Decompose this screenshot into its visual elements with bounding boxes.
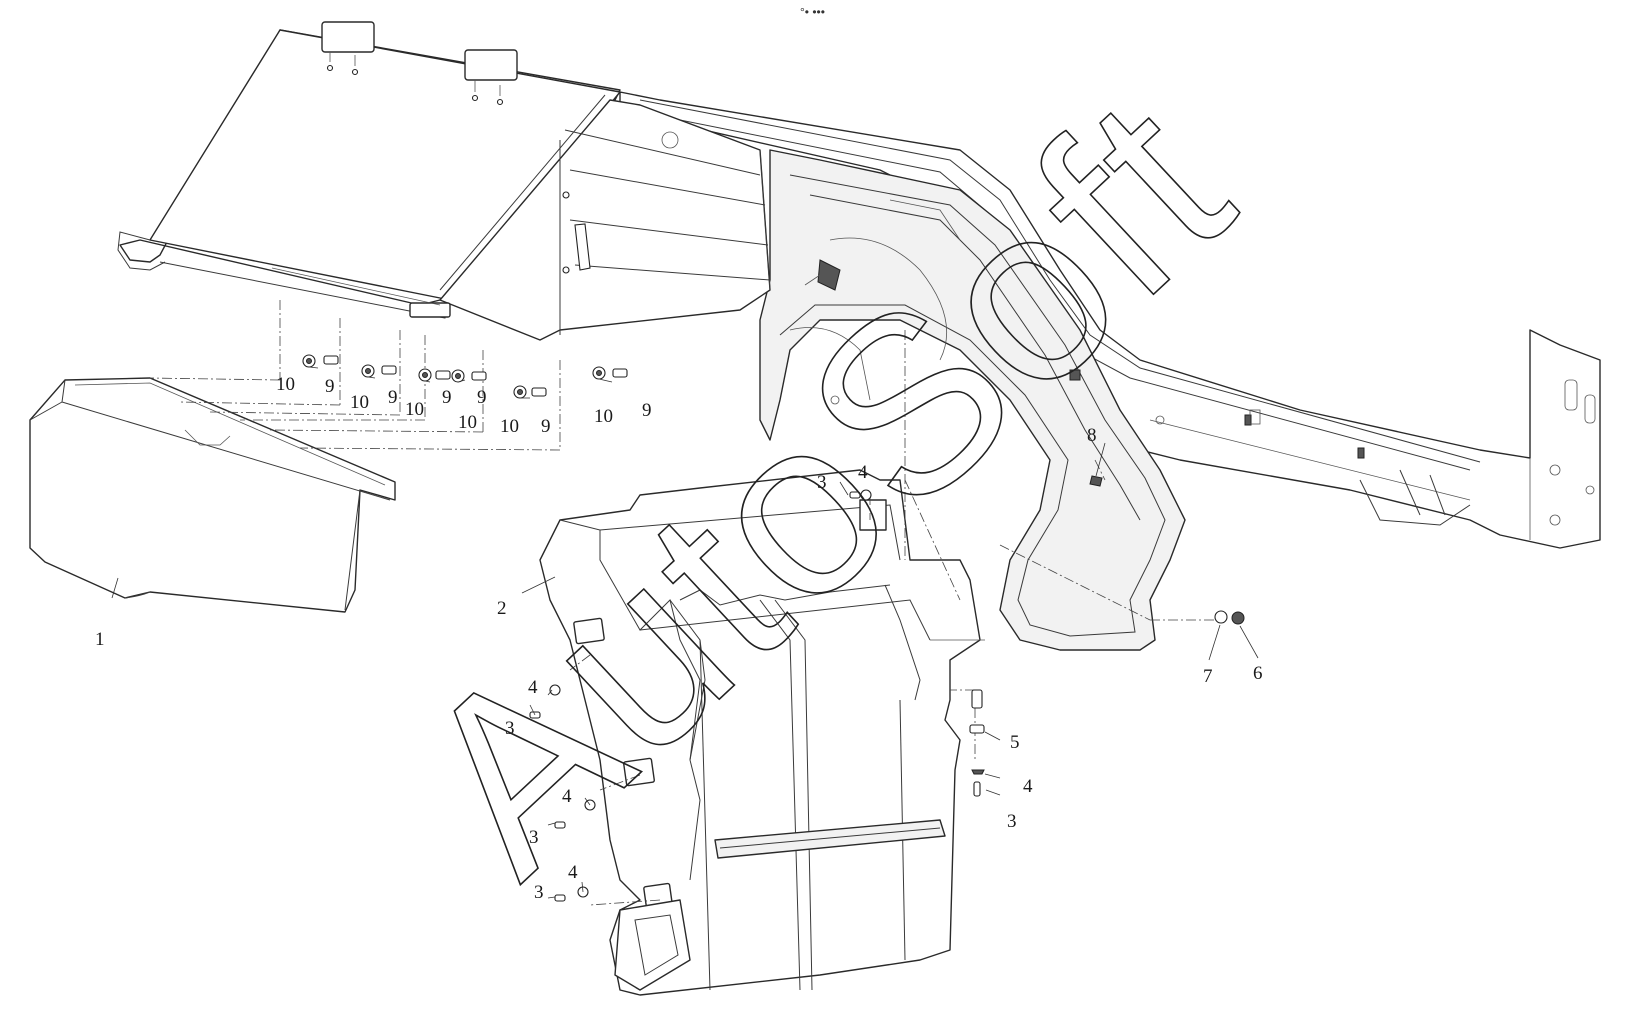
leader-lines: [111, 366, 1259, 899]
callout-4: 4: [568, 862, 578, 883]
bolt-5: [971, 689, 983, 709]
washer-bolt-pair-4: [451, 369, 487, 383]
clip-8: [1089, 475, 1103, 487]
callout-3: 3: [534, 882, 544, 903]
callout-2: 2: [497, 598, 507, 619]
hardware: [302, 354, 1245, 902]
callout-4: 4: [858, 462, 868, 483]
callout-9: 9: [477, 387, 487, 408]
callout-9: 9: [325, 376, 335, 397]
callout-8: 8: [1087, 425, 1097, 446]
box-cover-assembly: [117, 21, 771, 341]
callout-labels: 1 2 3 4 3 4 3 4 3 4 5 4 3 7 6 8 10 9 10 …: [95, 374, 1263, 903]
callout-9: 9: [442, 387, 452, 408]
callout-7: 7: [1203, 666, 1213, 687]
callout-10: 10: [500, 416, 519, 437]
assembly-lines: [149, 300, 1220, 906]
washer-bolt-pair-1: [302, 354, 339, 368]
wheel-arch-housing: [759, 149, 1186, 651]
callout-10: 10: [350, 392, 369, 413]
callout-1: 1: [95, 629, 105, 650]
bolt-lower: [554, 894, 566, 902]
front-cover-panel: [29, 377, 396, 613]
header-mark: °• •••: [800, 5, 825, 19]
callout-3: 3: [505, 718, 515, 739]
callout-5: 5: [1010, 732, 1020, 753]
callout-9: 9: [642, 400, 652, 421]
washer-7: [1214, 610, 1228, 624]
callout-10: 10: [276, 374, 295, 395]
callout-3: 3: [529, 827, 539, 848]
callout-4: 4: [528, 677, 538, 698]
nut-6: [1231, 611, 1245, 625]
callout-9: 9: [388, 387, 398, 408]
callout-3: 3: [1007, 811, 1017, 832]
callout-9: 9: [541, 416, 551, 437]
callout-10: 10: [594, 406, 613, 427]
washer-upper: [549, 684, 561, 696]
washer-bolt-pair-2: [361, 364, 397, 378]
callout-4: 4: [562, 786, 572, 807]
fender-splash-shield: [539, 469, 985, 996]
callout-10: 10: [405, 399, 424, 420]
callout-6: 6: [1253, 663, 1263, 684]
callout-3: 3: [817, 472, 827, 493]
washer-bolt-pair-5: [513, 385, 547, 399]
callout-4: 4: [1023, 776, 1033, 797]
callout-10: 10: [458, 412, 477, 433]
bolt-middle: [554, 821, 566, 829]
washer-bolt-pair-6: [592, 366, 628, 380]
washer-bolt-pair-3: [418, 368, 451, 382]
